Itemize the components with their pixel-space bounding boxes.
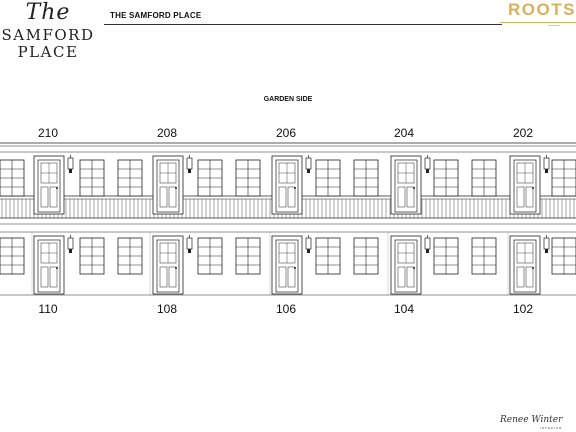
wall-lantern-base <box>307 169 310 173</box>
wall-lantern <box>424 237 431 250</box>
door-panel <box>525 266 534 288</box>
door-panel <box>516 186 525 208</box>
building-elevation-drawing <box>0 142 576 296</box>
door-panel <box>278 266 287 288</box>
designer-signature: Renee Winter <box>500 415 563 425</box>
door-panel <box>406 266 415 288</box>
wall-lantern-base <box>188 169 191 173</box>
logo-place: PLACE <box>17 43 79 61</box>
unit-label-lower: 106 <box>275 302 297 316</box>
unit-label-upper: 210 <box>37 126 59 140</box>
door-knob <box>413 187 415 189</box>
door-panel <box>159 186 168 208</box>
wall-lantern <box>305 157 312 170</box>
door-panel <box>397 186 406 208</box>
unit-label-upper: 204 <box>393 126 415 140</box>
door-knob <box>294 267 296 269</box>
unit-label-upper: 202 <box>512 126 534 140</box>
unit-label-lower: 104 <box>393 302 415 316</box>
roots-divider <box>500 22 576 23</box>
wall-lantern-base <box>426 249 429 253</box>
door-knob <box>56 267 58 269</box>
wall-lantern <box>424 157 431 170</box>
unit-label-lower: 102 <box>512 302 534 316</box>
door-panel <box>40 266 49 288</box>
door-panel <box>168 186 177 208</box>
logo-samford: SAMFORD <box>1 26 95 44</box>
logo-the: The <box>25 0 71 25</box>
wall-lantern-base <box>188 249 191 253</box>
wall-lantern <box>67 157 74 170</box>
door-panel <box>159 266 168 288</box>
wall-lantern <box>67 237 74 250</box>
wall-lantern <box>305 237 312 250</box>
door-knob <box>413 267 415 269</box>
wall-lantern <box>186 237 193 250</box>
unit-label-lower: 108 <box>156 302 178 316</box>
door-panel <box>278 186 287 208</box>
samford-place-logo: The SAMFORD PLACE <box>0 2 96 64</box>
wall-lantern <box>543 237 550 250</box>
wall-lantern-base <box>69 169 72 173</box>
door-panel <box>49 186 58 208</box>
designer-signature-sub: INTERIOR <box>540 426 563 430</box>
wall-lantern-base <box>69 249 72 253</box>
door-panel <box>287 266 296 288</box>
door-panel <box>406 186 415 208</box>
door-knob <box>294 187 296 189</box>
wall-lantern-base <box>307 249 310 253</box>
door-panel <box>287 186 296 208</box>
unit-label-upper: 206 <box>275 126 297 140</box>
section-label: GARDEN SIDE <box>263 96 313 103</box>
door-panel <box>525 186 534 208</box>
door-knob <box>175 267 177 269</box>
header-divider <box>104 24 502 25</box>
door-panel <box>516 266 525 288</box>
roots-logo: ROOTS <box>508 0 576 19</box>
door-knob <box>56 187 58 189</box>
door-panel <box>40 186 49 208</box>
door-knob <box>532 187 534 189</box>
door-panel <box>397 266 406 288</box>
door-panel <box>168 266 177 288</box>
wall-lantern-base <box>426 169 429 173</box>
wall-lantern-base <box>545 249 548 253</box>
door-knob <box>175 187 177 189</box>
unit-label-upper: 208 <box>156 126 178 140</box>
wall-lantern <box>543 157 550 170</box>
door-knob <box>532 267 534 269</box>
wall-lantern <box>186 157 193 170</box>
wall-lantern-base <box>545 169 548 173</box>
unit-label-lower: 110 <box>38 302 58 316</box>
door-panel <box>49 266 58 288</box>
roots-logo-mark <box>548 25 560 31</box>
page-title: THE SAMFORD PLACE <box>110 11 202 20</box>
